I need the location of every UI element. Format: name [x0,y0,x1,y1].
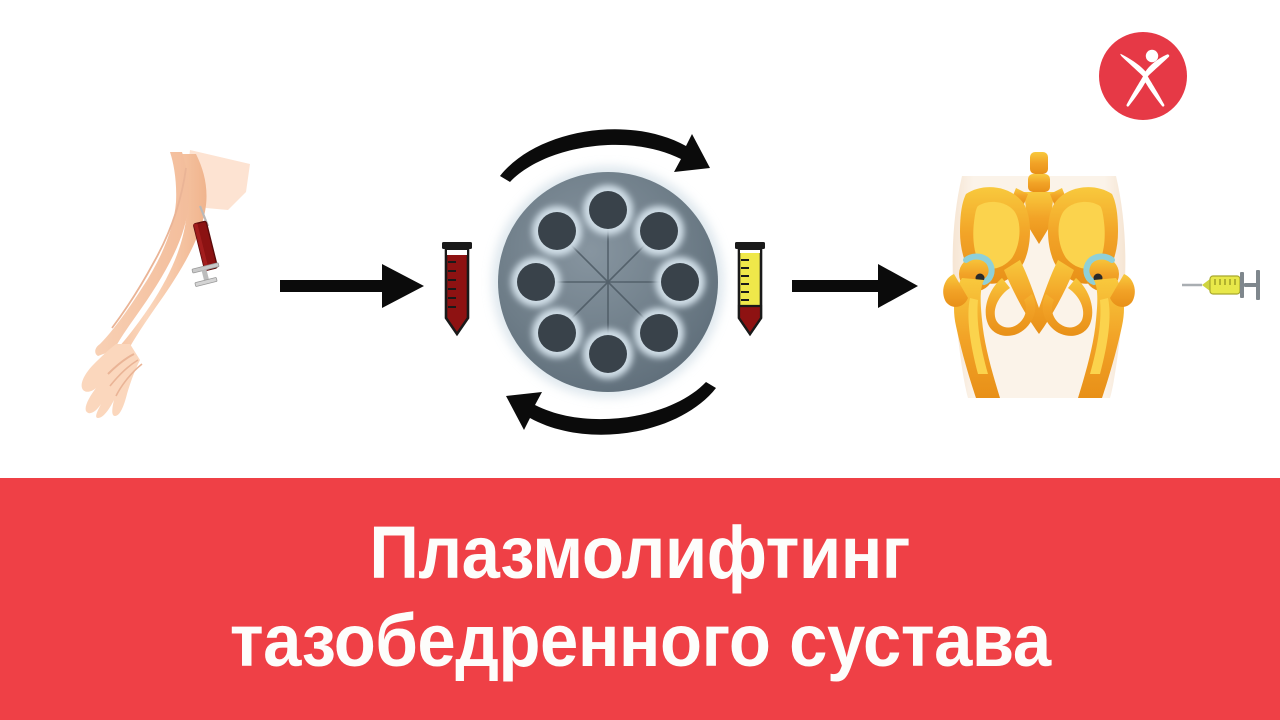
left-trochanter-shape [943,274,968,307]
banner-title-line-2: тазобедренного сустава [229,599,1051,682]
right-femur-highlight [1090,298,1110,374]
tube-graduations [741,259,749,301]
syringe-tip-shape [1202,279,1210,291]
clinic-logo [1097,30,1189,122]
left-obturator-ring [985,278,1036,336]
tube-cap-shape [735,242,765,249]
syringe-plunger-head [1256,270,1260,300]
syringe-plunger-rod [1244,283,1258,287]
rotor-wells [511,185,705,379]
blood-syringe-shape [191,205,220,287]
forearm-inner-shape [95,152,190,356]
syringe-graduations [1214,279,1236,285]
plasma-test-tube [730,240,770,340]
tube-graduations [448,261,456,308]
left-femur-highlight [968,298,988,374]
forearm-shape [97,154,207,376]
rotation-arrow-top [500,129,710,182]
logo-human-figure-shape [1120,49,1170,107]
hip-joint-anatomy-illustration [928,148,1150,398]
arrow-right-icon-1 [278,258,426,314]
tube-cells-shape [737,304,763,336]
rotation-arrow-bottom [506,382,716,435]
hand-shape [81,344,140,418]
arrow-right-icon-2 [790,258,920,314]
diagram-stage [78,30,1268,452]
syringe-flange-shape [1240,272,1244,298]
right-obturator-ring [1042,278,1093,336]
centrifuge-illustration [478,112,784,452]
whole-blood-test-tube [437,240,477,340]
right-ilium-highlight [1058,201,1105,269]
right-trochanter-shape [1110,274,1135,307]
title-banner: Плазмолифтинг тазобедренного сустава [0,478,1280,720]
plasma-injection-syringe [1182,262,1268,308]
pubic-rami-shape [1004,260,1074,334]
arm-crease-line [111,167,187,329]
left-ilium-highlight [973,201,1020,269]
banner-title-line-1: Плазмолифтинг [369,511,911,594]
tube-cap-shape [442,242,472,249]
arm-with-syringe-illustration [78,148,288,418]
